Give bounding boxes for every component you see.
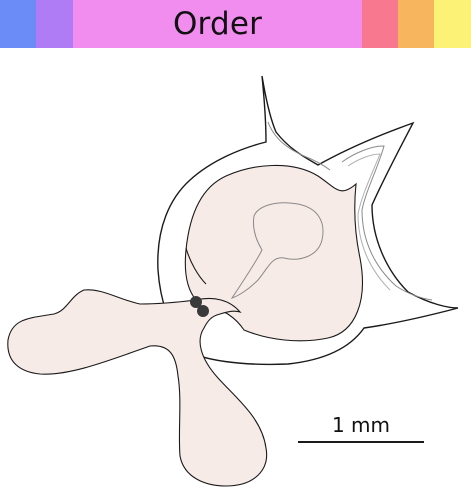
cell-body [184,164,363,342]
rank-segment-order: Order [73,0,362,48]
rank-segment-purple [36,0,73,48]
rank-segment-orange [398,0,434,48]
rank-segment-yellow [434,0,471,48]
specimen-illustration: 1 mm [7,75,459,487]
rank-segment-blue [0,0,36,48]
rank-segment-red [362,0,398,48]
inner-spine-line-2 [347,153,391,291]
nucleus-2 [197,305,209,317]
internal-vacuole [230,202,324,299]
inner-spine-line [341,145,433,301]
aperture-cleft [185,247,207,285]
pseudopod-body [7,289,268,487]
scale-bar-label: 1 mm [332,413,390,437]
inner-shell-line [267,121,331,171]
rank-title: Order [172,6,263,42]
taxonomic-rank-bar: Order [0,0,471,48]
nucleus-1 [190,296,202,308]
